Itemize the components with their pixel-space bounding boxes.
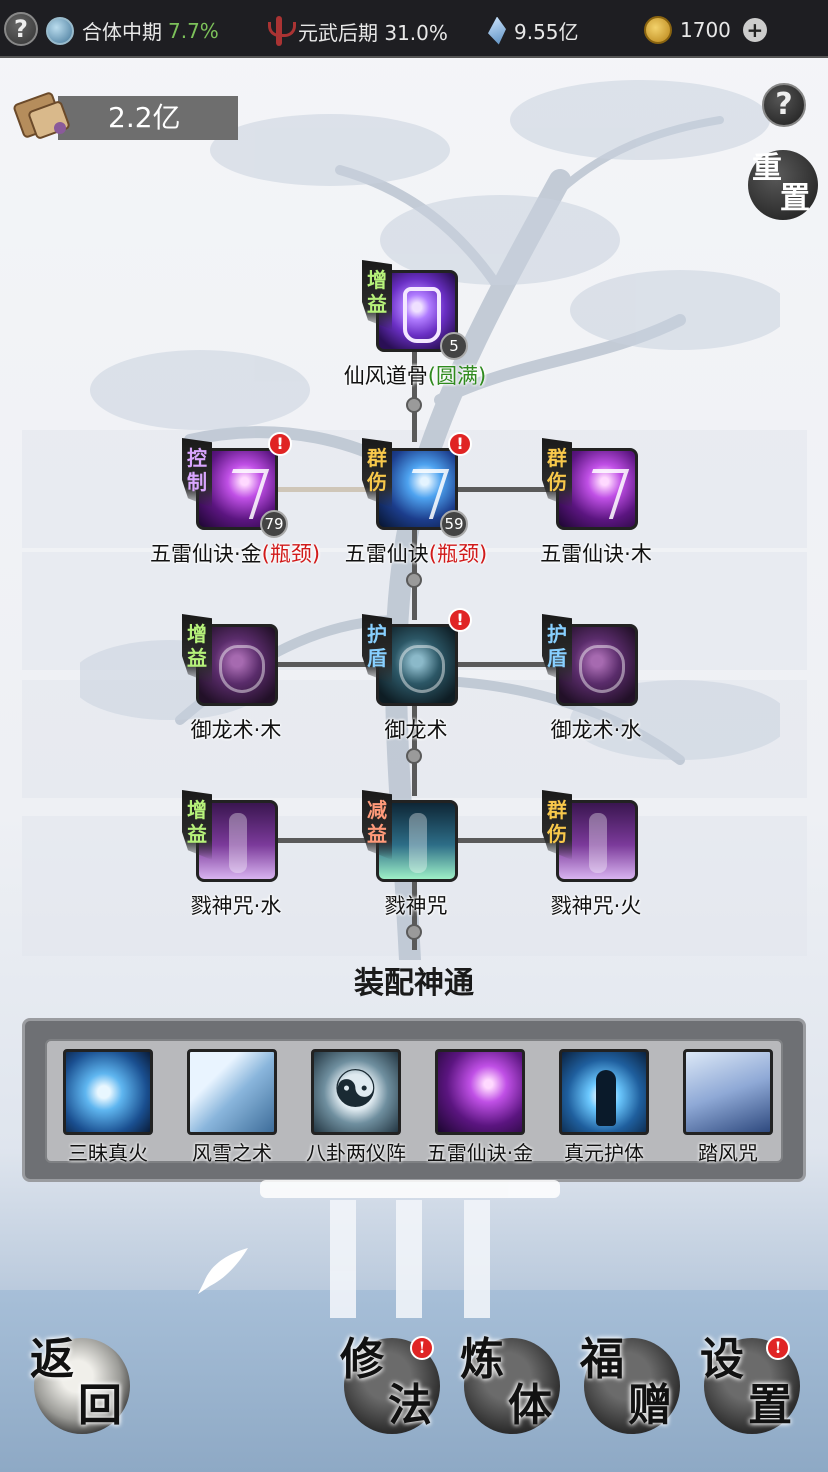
top-status-bar: ? 合体中期 7.7% 元武后期 31.0% 9.55亿 1700 + [0, 0, 828, 58]
skill-label-lushen-shui: 戮神咒·水 [190, 894, 282, 918]
martial-icon [268, 16, 296, 46]
equip-slot-6[interactable]: 踏风咒 [669, 1049, 779, 1165]
cultivate-method-button[interactable]: 修 法 ! [340, 1336, 440, 1434]
skill-type-tag: 群伤 [362, 438, 392, 508]
skill-label-yulong: 御龙术 [384, 718, 448, 742]
skill-node-wulei[interactable]: 群伤 59 ! [362, 432, 472, 538]
skill-node-wulei-jin[interactable]: 控制 79 ! [182, 432, 292, 538]
skill-type-tag: 护盾 [362, 614, 392, 684]
skill-label-wulei-mu: 五雷仙诀·木 [540, 542, 652, 566]
skill-node-lushen-shui[interactable]: 增益 [182, 790, 278, 888]
skill-label-xianfeng-daogu: 仙风道骨(圆满) [343, 364, 487, 388]
reset-label-2: 置 [780, 181, 810, 216]
alert-icon: ! [410, 1336, 434, 1360]
realm-label: 合体中期 [82, 20, 162, 44]
reset-label-1: 重 [752, 151, 782, 186]
equip-slot-2[interactable]: 风雪之术 [173, 1049, 283, 1165]
settings-button[interactable]: 设 置 ! [700, 1336, 800, 1434]
equip-slot-label: 真元护体 [564, 1141, 644, 1165]
equip-section-title: 装配神通 [354, 966, 474, 1001]
blue-fire-icon [63, 1049, 153, 1135]
yin-yang-icon [311, 1049, 401, 1135]
equipped-skills-panel: 三昧真火 风雪之术 八卦两仪阵 五雷仙诀·金 真元护体 踏风咒 [22, 1018, 806, 1182]
realm-percent: 7.7% [168, 18, 219, 43]
koi-fish-icon [198, 1248, 248, 1294]
skill-type-tag: 增益 [182, 614, 212, 684]
add-gold-button[interactable]: + [742, 18, 767, 42]
skill-label-lushen: 戮神咒 [384, 894, 448, 918]
lightning-purple-icon [435, 1049, 525, 1135]
martial-status[interactable]: 元武后期 31.0% [268, 16, 448, 46]
wind-step-icon [683, 1049, 773, 1135]
gold-coin-icon [644, 16, 672, 44]
skill-type-tag: 群伤 [542, 790, 572, 860]
refine-body-button[interactable]: 炼 体 [460, 1338, 560, 1434]
equipped-skills-tray: 三昧真火 风雪之术 八卦两仪阵 五雷仙诀·金 真元护体 踏风咒 [45, 1039, 783, 1165]
help-icon[interactable]: ? [4, 12, 38, 46]
equip-slot-4[interactable]: 五雷仙诀·金 [421, 1049, 533, 1165]
reset-button[interactable]: 重 置 [748, 150, 818, 220]
equip-slot-label: 踏风咒 [698, 1141, 758, 1165]
alert-icon: ! [268, 432, 292, 456]
skill-node-yulong-shui[interactable]: 护盾 [542, 614, 638, 712]
skill-node-lushen-huo[interactable]: 群伤 [542, 790, 638, 888]
equip-slot-label: 风雪之术 [192, 1141, 272, 1165]
skill-node-xianfeng-daogu[interactable]: 增益 5 [362, 260, 468, 360]
equip-slot-3[interactable]: 八卦两仪阵 [297, 1049, 407, 1165]
help-button[interactable]: ? [762, 83, 806, 127]
body-shield-icon [559, 1049, 649, 1135]
snow-icon [187, 1049, 277, 1135]
spirit-stone-value: 9.55亿 [514, 20, 579, 44]
skill-level-badge: 79 [260, 510, 288, 538]
skill-label-yulong-mu: 御龙术·木 [190, 718, 282, 742]
skill-level-badge: 59 [440, 510, 468, 538]
equip-slot-1[interactable]: 三昧真火 [49, 1049, 159, 1165]
back-button[interactable]: 返 回 [30, 1338, 130, 1434]
skill-scroll-counter: 2.2亿 [10, 88, 238, 144]
spirit-stone-counter[interactable]: 9.55亿 [488, 16, 579, 45]
skill-label-yulong-shui: 御龙术·水 [550, 718, 642, 742]
alert-icon: ! [448, 432, 472, 456]
skill-scroll-value: 2.2亿 [58, 96, 238, 140]
skill-node-yulong[interactable]: 护盾 ! [362, 608, 472, 712]
equip-slot-label: 八卦两仪阵 [306, 1141, 406, 1165]
skill-node-wulei-mu[interactable]: 群伤 [542, 438, 638, 536]
gold-value: 1700 [680, 18, 731, 42]
gold-counter[interactable]: 1700 + [644, 16, 767, 44]
spirit-stone-icon [488, 16, 506, 45]
scroll-icon [13, 92, 70, 139]
alert-icon: ! [448, 608, 472, 632]
equip-slot-label: 三昧真火 [68, 1141, 148, 1165]
alert-icon: ! [766, 1336, 790, 1360]
skill-label-wulei: 五雷仙诀(瓶颈) [344, 542, 488, 566]
skill-type-tag: 增益 [362, 260, 392, 330]
martial-label: 元武后期 31.0% [298, 20, 448, 45]
blessing-gift-button[interactable]: 福 赠 [580, 1338, 680, 1434]
realm-status[interactable]: 合体中期 7.7% [46, 16, 219, 45]
skill-type-tag: 护盾 [542, 614, 572, 684]
skill-label-lushen-huo: 戮神咒·火 [550, 894, 642, 918]
skill-node-lushen[interactable]: 减益 [362, 790, 458, 888]
equip-slot-label: 五雷仙诀·金 [426, 1141, 534, 1165]
skill-node-yulong-mu[interactable]: 增益 [182, 614, 278, 712]
skill-type-tag: 控制 [182, 438, 212, 508]
realm-icon [46, 16, 74, 45]
equip-slot-5[interactable]: 真元护体 [545, 1049, 655, 1165]
gate-scenery [260, 1180, 560, 1320]
skill-label-wulei-jin: 五雷仙诀·金(瓶颈) [149, 542, 321, 566]
skill-level-badge: 5 [440, 332, 468, 360]
